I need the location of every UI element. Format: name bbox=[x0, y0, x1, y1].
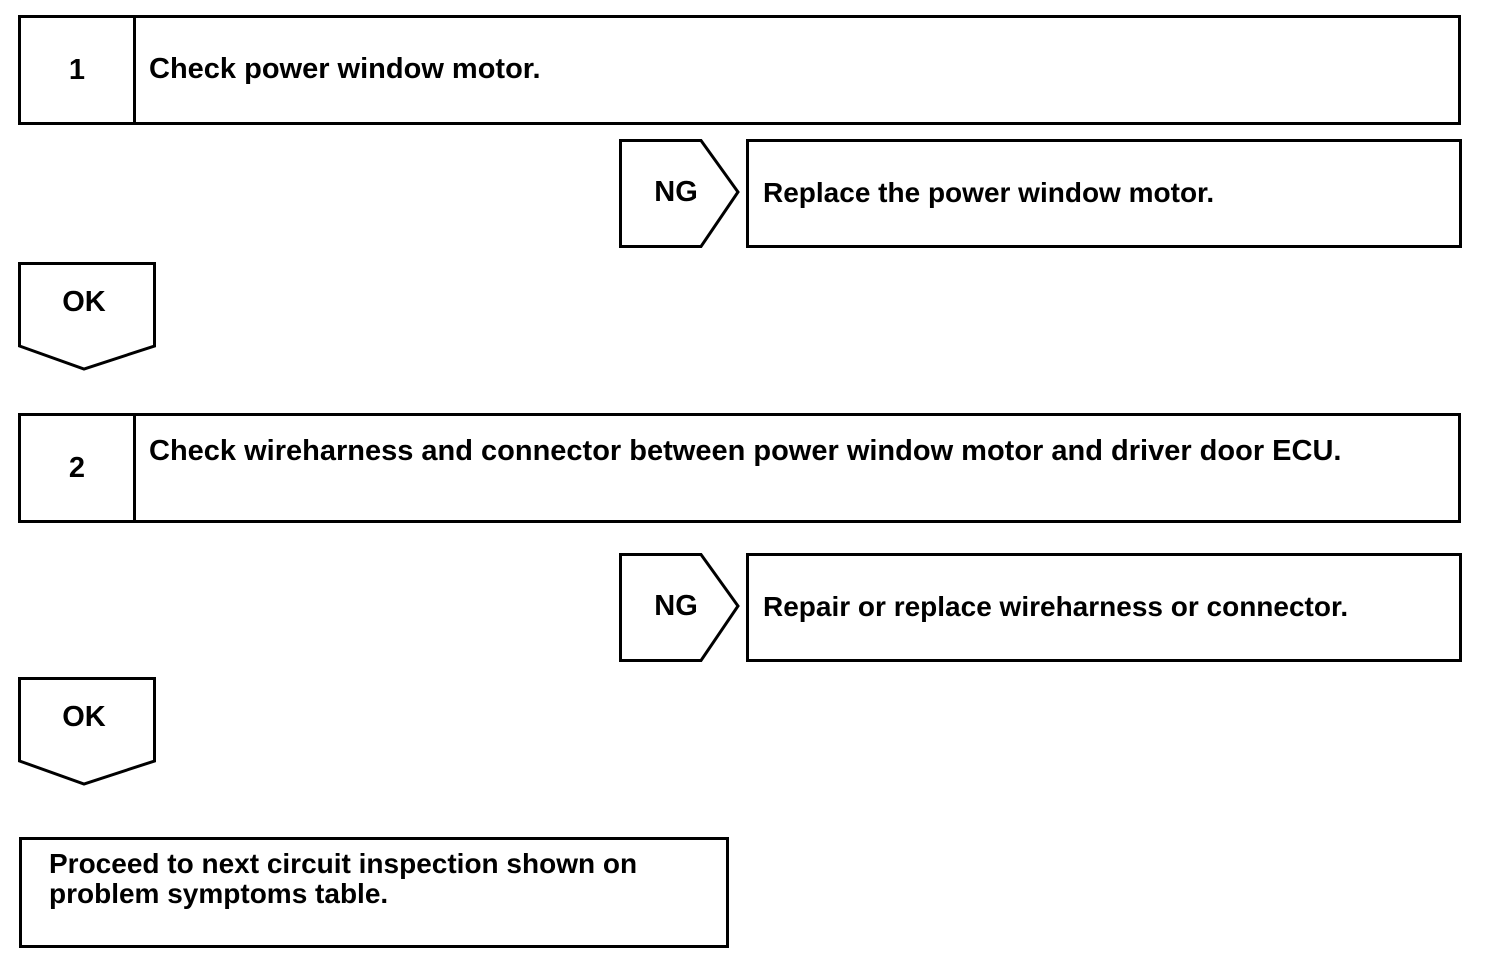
step-2-ok-label: OK bbox=[62, 701, 106, 733]
final-box: Proceed to next circuit inspection shown… bbox=[19, 837, 729, 948]
step-2-box: 2 Check wireharness and connector betwee… bbox=[18, 413, 1461, 523]
final-text: Proceed to next circuit inspection shown… bbox=[49, 848, 638, 909]
step-2-title: Check wireharness and connector between … bbox=[149, 435, 1342, 467]
step-1-ng-action-text: Replace the power window motor. bbox=[763, 177, 1215, 208]
step-1-ok-label: OK bbox=[62, 286, 106, 318]
step-1-title: Check power window motor. bbox=[149, 53, 541, 85]
step-1-number: 1 bbox=[21, 18, 136, 122]
step-2-ng-action-text: Repair or replace wireharness or connect… bbox=[763, 591, 1349, 622]
step-2-ng-arrow bbox=[619, 553, 740, 662]
step-1-box: 1 Check power window motor. bbox=[18, 15, 1461, 125]
step-1-ng-label: NG bbox=[654, 176, 698, 208]
step-2-ng-label: NG bbox=[654, 590, 698, 622]
step-1-ng-arrow bbox=[619, 139, 740, 248]
step-1-ng-action-box: Replace the power window motor. bbox=[746, 139, 1462, 248]
step-2-ng-action-box: Repair or replace wireharness or connect… bbox=[746, 553, 1462, 662]
step-2-ok-arrow bbox=[18, 677, 156, 786]
step-2-number: 2 bbox=[21, 416, 136, 520]
step-1-ok-arrow bbox=[18, 262, 156, 371]
